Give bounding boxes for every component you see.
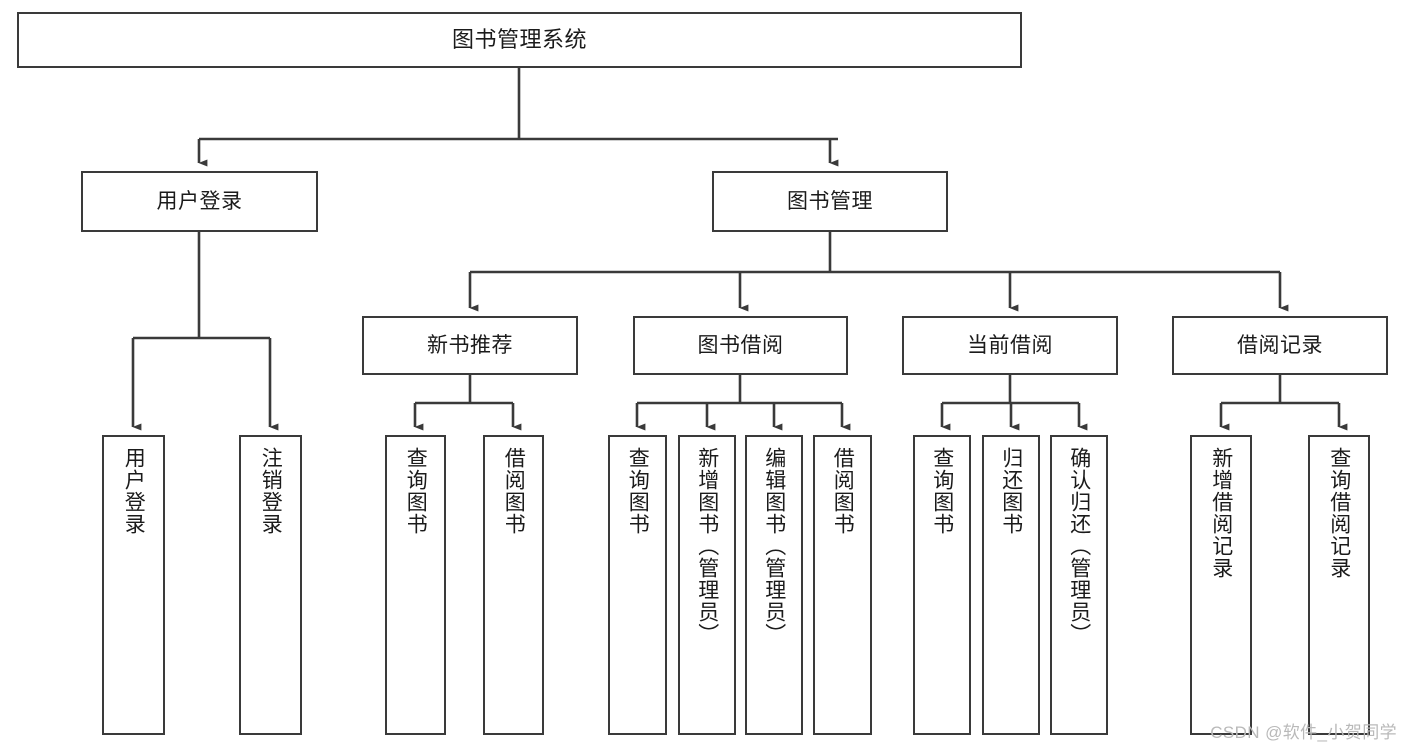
node-label: 借阅图书: [502, 447, 526, 535]
node-label: 用户登录: [156, 189, 243, 213]
node-label: 查询图书: [930, 447, 954, 535]
node-label: 图书管理: [787, 189, 873, 213]
node-label: 用户登录: [122, 447, 146, 535]
node-label: 归还图书: [999, 447, 1023, 535]
node-user-login[interactable]: 用户登录: [81, 171, 318, 232]
leaf-borrow-edit-book-admin[interactable]: 编辑图书（管理员）: [745, 435, 803, 735]
leaf-borrow-lend-book[interactable]: 借阅图书: [813, 435, 872, 735]
node-label: 查询图书: [626, 447, 650, 535]
leaf-record-add-borrow-record[interactable]: 新增借阅记录: [1190, 435, 1252, 735]
leaf-borrow-add-book-admin[interactable]: 新增图书（管理员）: [678, 435, 736, 735]
node-label: 注销登录: [259, 447, 283, 535]
leaf-recommend-borrow-book[interactable]: 借阅图书: [483, 435, 544, 735]
node-label: 确认归还（管理员）: [1067, 447, 1091, 645]
node-label: 当前借阅: [967, 333, 1053, 357]
node-label: 借阅图书: [831, 447, 855, 535]
leaf-user-logout[interactable]: 注销登录: [239, 435, 302, 735]
node-current-borrow[interactable]: 当前借阅: [902, 316, 1118, 375]
leaf-recommend-query-book[interactable]: 查询图书: [385, 435, 446, 735]
leaf-borrow-query-book[interactable]: 查询图书: [608, 435, 667, 735]
csdn-watermark: CSDN @软件_小贺同学: [1210, 723, 1397, 742]
leaf-current-return-book[interactable]: 归还图书: [982, 435, 1040, 735]
node-label: 编辑图书（管理员）: [762, 447, 786, 645]
leaf-user-login[interactable]: 用户登录: [102, 435, 165, 735]
node-root-system[interactable]: 图书管理系统: [17, 12, 1022, 68]
node-label: 图书管理系统: [451, 26, 587, 52]
node-book-manage[interactable]: 图书管理: [712, 171, 948, 232]
node-label: 查询借阅记录: [1327, 447, 1351, 579]
leaf-current-confirm-return-admin[interactable]: 确认归还（管理员）: [1050, 435, 1108, 735]
node-label: 查询图书: [404, 447, 428, 535]
node-label: 新增借阅记录: [1209, 447, 1233, 579]
node-label: 新增图书（管理员）: [695, 447, 719, 645]
node-book-borrow[interactable]: 图书借阅: [633, 316, 848, 375]
node-new-book-recommend[interactable]: 新书推荐: [362, 316, 578, 375]
leaf-record-query-borrow-record[interactable]: 查询借阅记录: [1308, 435, 1370, 735]
leaf-current-query-book[interactable]: 查询图书: [913, 435, 971, 735]
node-label: 借阅记录: [1237, 333, 1323, 357]
node-borrow-record[interactable]: 借阅记录: [1172, 316, 1388, 375]
node-label: 新书推荐: [427, 333, 513, 357]
node-label: 图书借阅: [697, 333, 784, 357]
